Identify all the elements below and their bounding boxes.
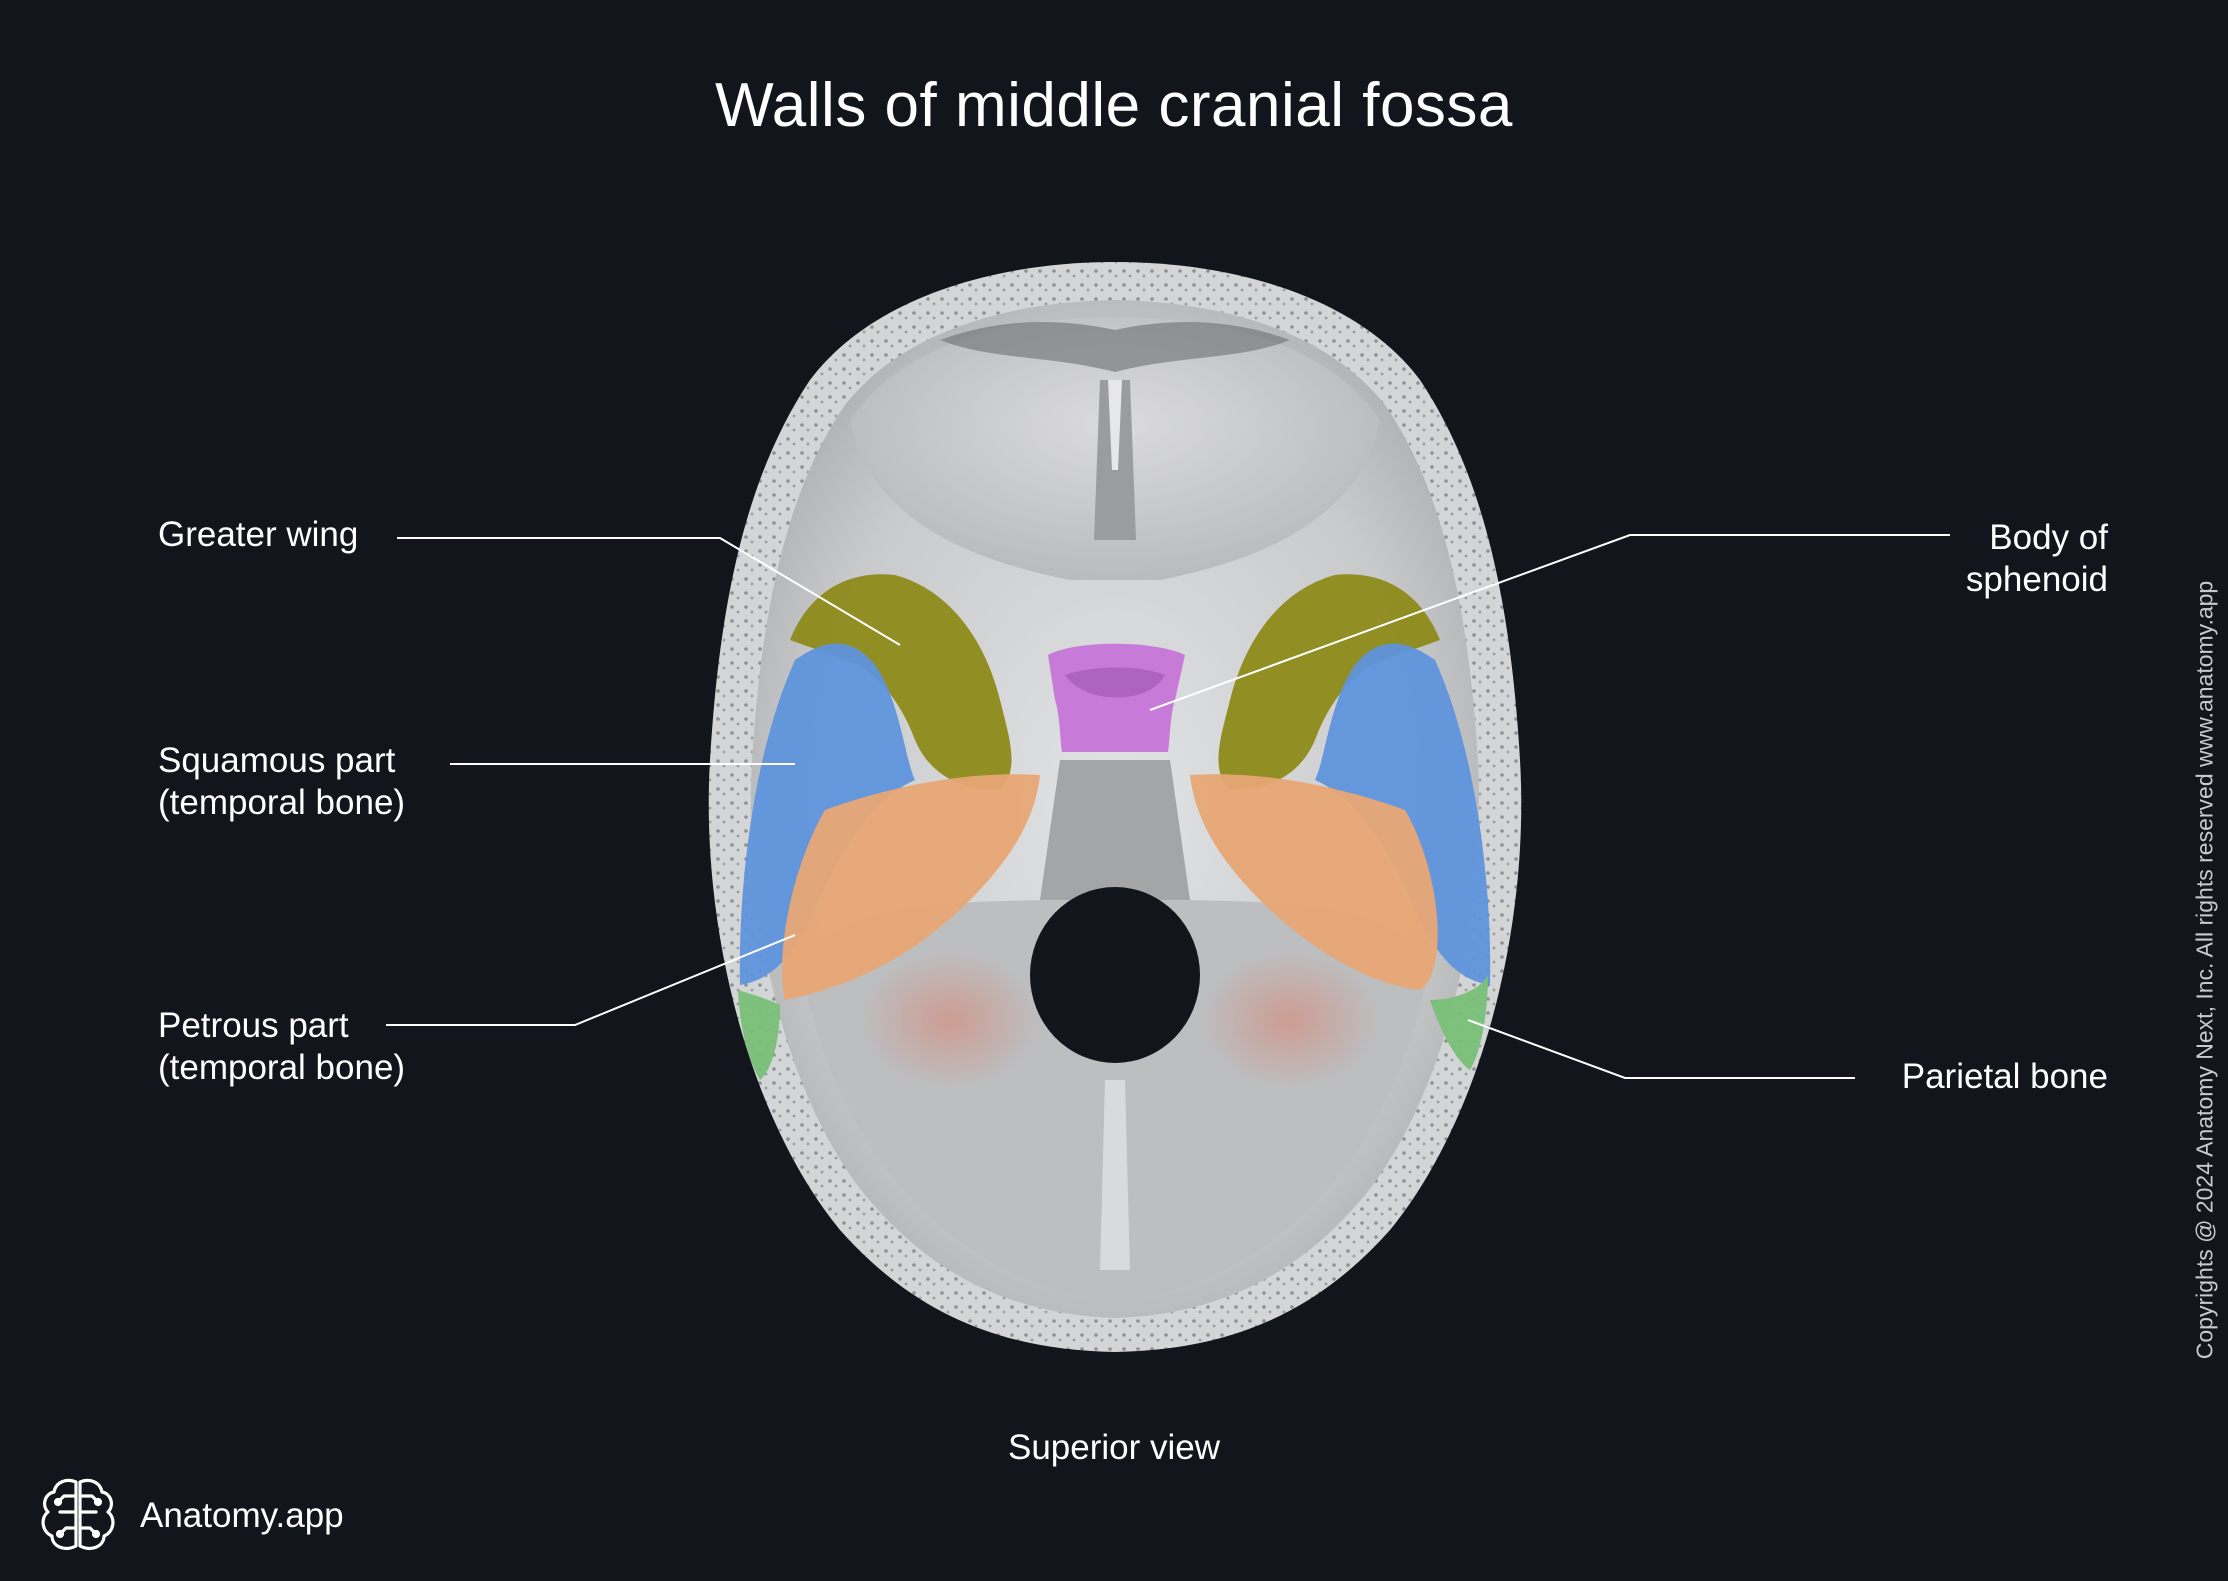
parietal-bone-right: [1430, 975, 1488, 1070]
label-petrous-part: Petrous part (temporal bone): [158, 1005, 405, 1089]
label-squamous-part: Squamous part (temporal bone): [158, 740, 405, 824]
brand-name: Anatomy.app: [140, 1496, 344, 1535]
page-title: Walls of middle cranial fossa: [715, 71, 1513, 140]
body-of-sphenoid: [1048, 643, 1185, 752]
label-body-of-sphenoid: Body of sphenoid: [1966, 517, 2108, 601]
clivus: [1040, 760, 1190, 900]
internal-occipital-crest: [1100, 1080, 1130, 1270]
greater-wing-left: [790, 574, 1012, 790]
red-tint-right: [1200, 950, 1380, 1090]
leader-body-of-sphenoid: [1149, 534, 1950, 711]
frontal-crest-shadow: [940, 321, 1290, 372]
copyright-notice: Copyrights @ 2024 Anatomy Next, Inc. All…: [2191, 580, 2218, 1360]
leader-lines: [386, 534, 1950, 1079]
label-parietal-bone: Parietal bone: [1901, 1057, 2108, 1096]
label-squamous-line1: Squamous part: [158, 741, 396, 780]
brand[interactable]: Anatomy.app: [36, 1474, 344, 1558]
greater-wing-right: [1218, 574, 1440, 790]
parietal-bone-left: [738, 990, 780, 1080]
view-caption: Superior view: [1007, 1428, 1221, 1467]
sella-shadow: [1065, 667, 1165, 698]
label-petrous-line1: Petrous part: [158, 1006, 349, 1045]
label-squamous-line2: (temporal bone): [158, 783, 406, 822]
label-petrous-line2: (temporal bone): [158, 1048, 406, 1087]
leader-greater-wing: [397, 537, 901, 646]
petrous-part-left: [781, 774, 1040, 1000]
label-body-line2: sphenoid: [1965, 560, 2108, 599]
label-greater-wing: Greater wing: [158, 515, 359, 554]
petrous-part-right: [1190, 774, 1438, 990]
foramen-magnum: [1030, 887, 1200, 1063]
brain-logo-icon: [36, 1472, 120, 1561]
leader-petrous: [386, 934, 796, 1026]
leader-parietal: [1467, 1019, 1855, 1079]
label-body-line1: Body of: [1989, 518, 2108, 557]
crista-galli: [1108, 380, 1122, 470]
red-tint-left: [860, 950, 1040, 1090]
